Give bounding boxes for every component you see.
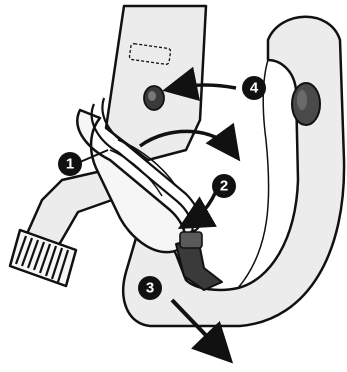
step-marker-4: 4 <box>242 76 266 100</box>
latch-tab <box>180 232 202 248</box>
step-marker-1: 1 <box>58 152 82 176</box>
arm-knob-inner <box>148 91 156 101</box>
step-label-2: 2 <box>220 178 228 195</box>
step-marker-3: 3 <box>138 276 162 300</box>
step-marker-2: 2 <box>212 174 236 198</box>
step-label-4: 4 <box>250 80 259 97</box>
step-label-1: 1 <box>66 156 74 173</box>
bracket-knob-highlight <box>297 90 307 110</box>
step-label-3: 3 <box>146 280 154 297</box>
arrow-step-4 <box>176 85 236 88</box>
foot-grip <box>10 230 76 286</box>
